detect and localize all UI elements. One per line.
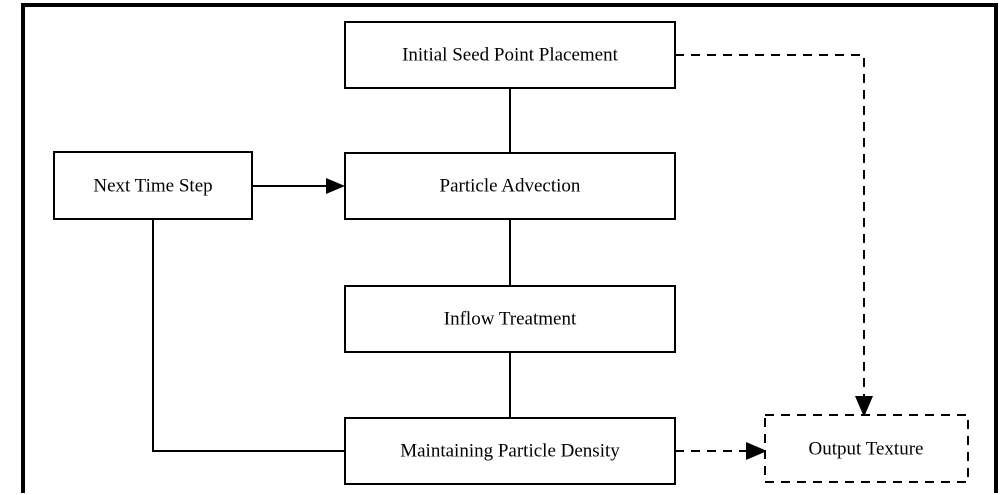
node-particle-advection[interactable]: Particle Advection: [344, 152, 676, 220]
node-label-maintaining-particle-density: Maintaining Particle Density: [400, 440, 620, 461]
node-maintaining-particle-density[interactable]: Maintaining Particle Density: [344, 417, 676, 485]
node-box-next-time-step: [53, 151, 253, 220]
node-label-output-texture: Output Texture: [809, 438, 924, 459]
node-output-texture[interactable]: Output Texture: [764, 414, 969, 483]
node-initial-seed-point-placement[interactable]: Initial Seed Point Placement: [344, 21, 676, 89]
edge-seed-to-output-texture: [675, 54, 865, 405]
node-label-particle-advection: Particle Advection: [440, 175, 581, 196]
edge-density-feedback-to-next-time-step: [152, 219, 345, 452]
node-label-initial-seed-point-placement: Initial Seed Point Placement: [402, 44, 619, 65]
arrowhead-icon-density-to-output-texture: [746, 442, 767, 460]
node-next-time-step[interactable]: Next Time Step: [53, 151, 253, 220]
node-inflow-treatment[interactable]: Inflow Treatment: [344, 285, 676, 353]
node-box-initial-seed-point-placement: [344, 21, 676, 89]
node-label-inflow-treatment: Inflow Treatment: [444, 308, 577, 329]
node-box-maintaining-particle-density: [344, 417, 676, 485]
arrowhead-icon-next-time-step-to-advection: [326, 178, 345, 194]
figure-frame-border: [21, 3, 998, 493]
node-box-particle-advection: [344, 152, 676, 220]
node-box-output-texture: [764, 414, 969, 483]
node-label-next-time-step: Next Time Step: [93, 175, 212, 196]
node-box-inflow-treatment: [344, 285, 676, 353]
arrowhead-icon-seed-to-output-texture: [855, 396, 873, 417]
